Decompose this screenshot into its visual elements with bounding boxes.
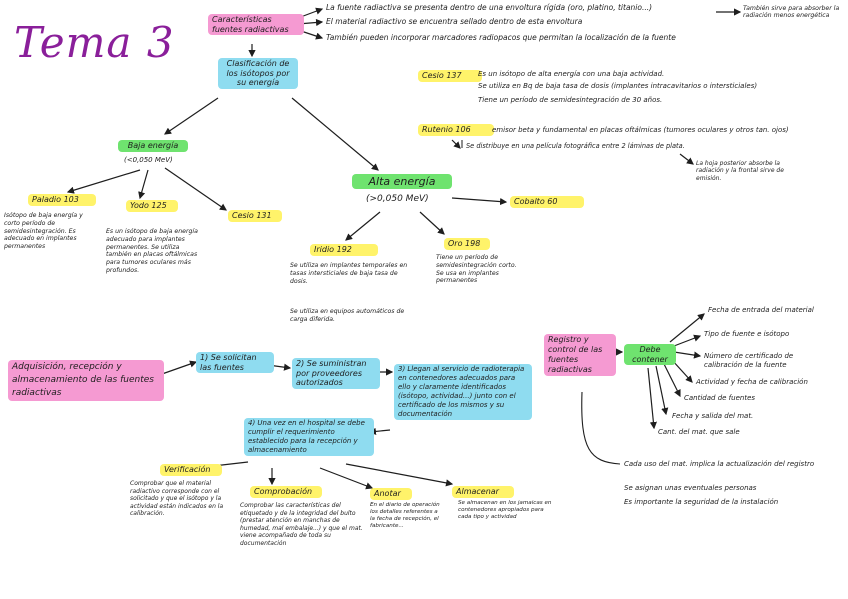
arrow-clas-baja <box>164 97 219 135</box>
arrow-rutenio-line2 <box>451 139 461 149</box>
cobalto-label: Cobalto 60 <box>510 196 584 208</box>
step-3: 3) Llegan al servicio de radioterapia en… <box>394 364 532 420</box>
registro-item-4: Actividad y fecha de calibración <box>696 378 808 386</box>
fuentes-note-2: El material radiactivo se encuentra sell… <box>326 17 583 26</box>
anotar-label: Anotar <box>370 488 412 500</box>
oro-desc: Tiene un período de semidesintegración c… <box>436 254 517 285</box>
adquisicion-label: Adquisición, recepción y almacenamiento … <box>8 360 164 401</box>
arrow-baja-cesio131 <box>164 167 227 211</box>
arrow-debe-item2 <box>673 334 702 347</box>
verificacion-label: Verificación <box>160 464 222 476</box>
registro-item-1: Fecha de entrada del material <box>708 306 814 314</box>
iridio-desc2: Se utiliza en equipos automáticos de car… <box>290 308 405 323</box>
almacenar-desc: Se almacenan en los jamaicas en contened… <box>458 500 552 520</box>
comprobacion-label: Comprobación <box>250 486 322 498</box>
cesio131-label: Cesio 131 <box>228 210 282 222</box>
debe-contener: Debe contener <box>624 344 676 365</box>
arrow-debe-item1 <box>669 313 705 343</box>
oro-label: Oro 198 <box>444 238 490 250</box>
registro-note-1: Cada uso del mat. implica la actualizaci… <box>624 460 815 468</box>
registro-item-3: Número de certificado de calibración de … <box>704 352 794 369</box>
cesio137-line-1: Es un isótopo de alta energía con una ba… <box>478 70 665 78</box>
arrow-clas-alta <box>291 97 379 171</box>
arrow-debe-item4 <box>671 359 693 383</box>
registro-item-2: Tipo de fuente e isótopo <box>704 330 790 338</box>
arrow-baja-paladio <box>66 169 141 194</box>
clasificacion-label: Clasificación de los isótopos por su ene… <box>218 58 298 89</box>
arrow-debe-item7 <box>647 367 657 430</box>
alta-range: (>0,050 MeV) <box>366 194 429 204</box>
baja-range: (<0,050 MeV) <box>124 156 173 164</box>
page-title: Tema 3 <box>14 18 175 67</box>
iridio-desc: Se utiliza en implantes temporales en ta… <box>290 262 408 285</box>
registro-item-5: Cantidad de fuentes <box>684 394 756 402</box>
arrow-alta-oro <box>419 211 445 235</box>
cesio137-label: Cesio 137 <box>418 70 482 82</box>
arrow-debe-item3 <box>673 351 702 359</box>
fuentes-label: Características fuentes radiactivas <box>208 14 304 35</box>
rutenio-line-1: emisor beta y fundamental en placas oftá… <box>492 126 789 134</box>
step-1: 1) Se solicitan las fuentes <box>196 352 274 373</box>
fuentes-side-note: También sirve para absorber la radiación… <box>743 5 840 20</box>
iridio-label: Iridio 192 <box>310 244 378 256</box>
step-2: 2) Se suministran por proveedores autori… <box>292 358 380 389</box>
rutenio-label: Rutenio 106 <box>418 124 494 136</box>
verificacion-desc: Comprobar que el material radiactivo cor… <box>130 480 224 518</box>
baja-label: Baja energía <box>118 140 188 152</box>
paladio-desc: Isótopo de baja energía y corto período … <box>4 212 83 251</box>
arrow-adq-step1 <box>161 360 198 375</box>
step-4: 4) Una vez en el hospital se debe cumpli… <box>244 418 374 456</box>
rutenio-note: La hoja posterior absorbe la radiación y… <box>696 160 784 182</box>
arrow-rutenio-note <box>679 153 694 165</box>
registro-item-7: Cant. del mat. que sale <box>658 428 740 436</box>
paladio-label: Paladio 103 <box>28 194 96 206</box>
registro-item-6: Fecha y salida del mat. <box>672 412 754 420</box>
arrow-baja-yodo <box>138 169 149 200</box>
arrow-step4-anotar <box>319 467 374 490</box>
yodo-label: Yodo 125 <box>126 200 178 212</box>
cesio137-line-3: Tiene un período de semidesintegración d… <box>478 96 663 104</box>
fuentes-note-3: También pueden incorporar marcadores rad… <box>326 33 676 42</box>
registro-label: Registro y control de las fuentes radiac… <box>544 334 616 376</box>
anotar-desc: En el diario de operación los detalles r… <box>370 502 440 529</box>
registro-note-3: Es importante la seguridad de la instala… <box>624 498 779 506</box>
comprobacion-desc: Comprobar las características del etique… <box>240 502 363 547</box>
yodo-desc: Es un isótopo de baja energía adecuado p… <box>106 228 198 274</box>
arrow-debe-item5 <box>663 363 681 398</box>
arrow-step4-almac <box>345 463 454 487</box>
registro-note-2: Se asignan unas eventuales personas <box>624 484 757 492</box>
fuentes-note-1: La fuente radiactiva se presenta dentro … <box>326 3 653 12</box>
bracket-registro-notes <box>581 391 621 465</box>
alta-label: Alta energía <box>352 174 452 189</box>
arrow-alta-iridio <box>345 211 381 241</box>
rutenio-line-2: Se distribuye en una película fotográfic… <box>466 142 685 150</box>
arrow-alta-cobalto <box>451 197 508 206</box>
cesio137-line-2: Se utiliza en Bq de baja tasa de dosis (… <box>478 82 758 90</box>
arrow-debe-item6 <box>655 365 669 416</box>
almacenar-label: Almacenar <box>452 486 514 498</box>
